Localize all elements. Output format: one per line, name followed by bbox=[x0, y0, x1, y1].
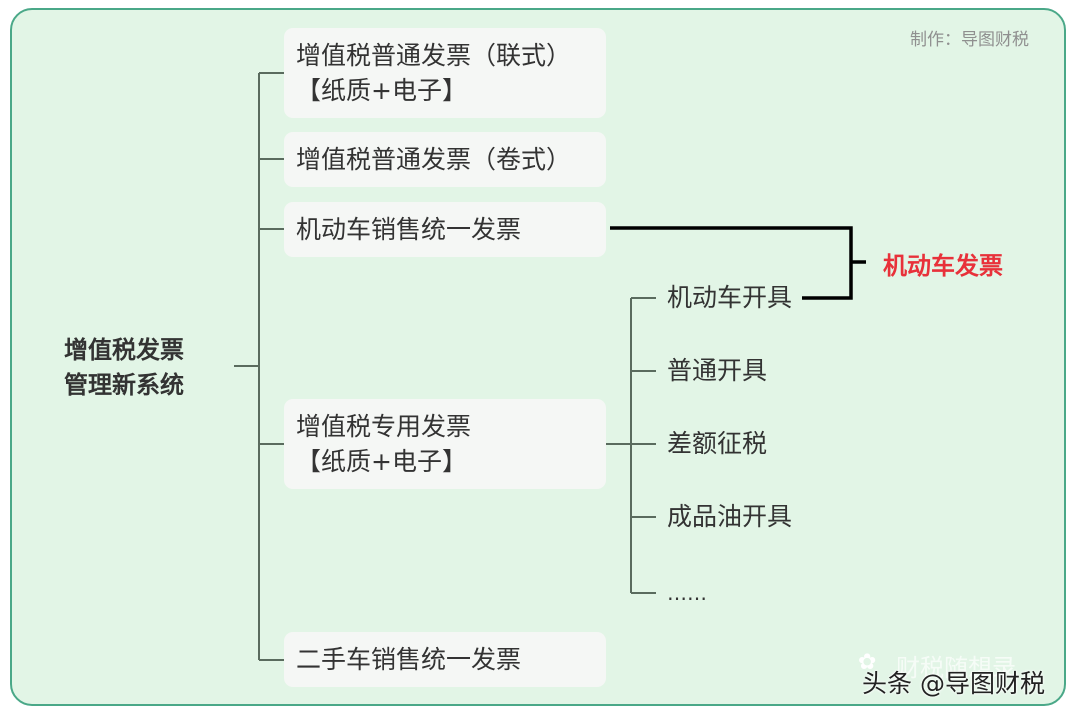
root-node: 增值税发票 管理新系统 bbox=[64, 333, 184, 403]
node-used-car-invoice: 二手车销售统一发票 bbox=[284, 632, 606, 687]
node-general-invoice-roll: 增值税普通发票（卷式） bbox=[284, 132, 606, 187]
credit-text: 制作：导图财税 bbox=[910, 30, 1029, 50]
leaf-ellipsis: …… bbox=[667, 581, 707, 605]
bracket-summary-label: 机动车发票 bbox=[883, 252, 1003, 280]
node-line: 机动车销售统一发票 bbox=[296, 215, 522, 244]
node-line: 增值税普通发票（联式） bbox=[296, 41, 572, 70]
node-line: 二手车销售统一发票 bbox=[296, 645, 522, 674]
watermark-faded: 财税随想录 bbox=[896, 654, 1016, 682]
node-vehicle-sales-invoice: 机动车销售统一发票 bbox=[284, 202, 606, 257]
leaf-normal-issue: 普通开具 bbox=[667, 356, 768, 385]
root-line-2: 管理新系统 bbox=[64, 371, 184, 399]
node-general-invoice-multipart: 增值税普通发票（联式） 【纸质+电子】 bbox=[284, 28, 606, 118]
node-special-invoice: 增值税专用发票 【纸质+电子】 bbox=[284, 399, 606, 489]
wechat-icon: ✿ bbox=[858, 650, 877, 675]
diagram-frame bbox=[10, 8, 1066, 706]
node-line: 【纸质+电子】 bbox=[296, 76, 467, 105]
node-line: 增值税普通发票（卷式） bbox=[296, 145, 572, 174]
leaf-differential-tax: 差额征税 bbox=[667, 429, 768, 458]
node-line: 【纸质+电子】 bbox=[296, 447, 467, 476]
root-line-1: 增值税发票 bbox=[64, 336, 184, 364]
node-line: 增值税专用发票 bbox=[296, 412, 472, 441]
watermark-main: 头条 @导图财税 bbox=[862, 669, 1045, 698]
leaf-refined-oil-issue: 成品油开具 bbox=[667, 502, 793, 531]
leaf-vehicle-issue: 机动车开具 bbox=[667, 283, 793, 312]
